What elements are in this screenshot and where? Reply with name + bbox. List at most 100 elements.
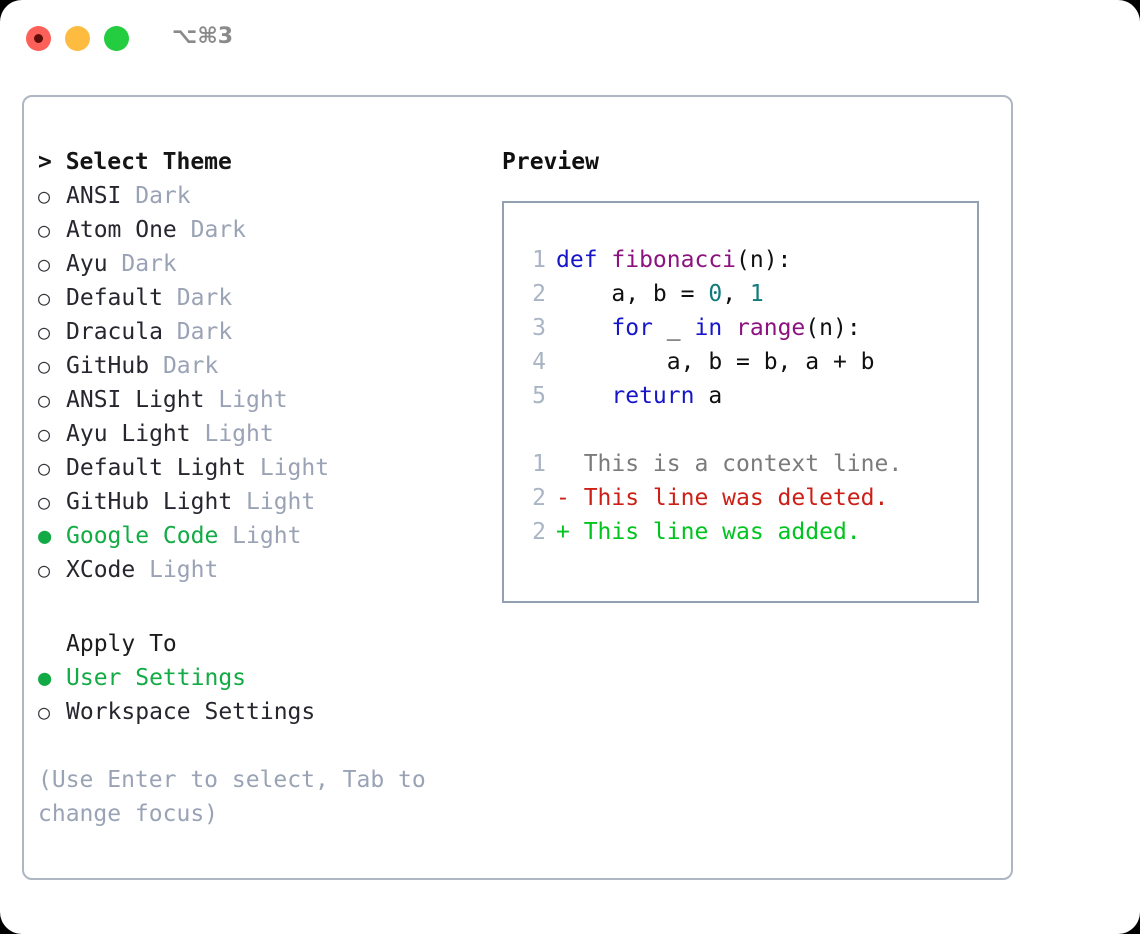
- theme-variant-badge: Dark: [162, 285, 233, 311]
- diff-line-ctx: 1 This is a context line.: [520, 447, 977, 481]
- theme-list: ○ANSI Dark○Atom One Dark○Ayu Dark○Defaul…: [38, 179, 498, 587]
- code-token: def: [556, 247, 612, 273]
- radio-unselected-icon: ○: [38, 252, 51, 276]
- line-number: 1: [532, 451, 546, 477]
- diff-line-del: 2 - This line was deleted.: [520, 481, 977, 515]
- radio-unselected-icon: ○: [38, 286, 51, 310]
- diff-line-text: This is a context line.: [556, 451, 903, 477]
- main-panel: > Select Theme ○ANSI Dark○Atom One Dark○…: [22, 95, 1013, 880]
- theme-item-github-light[interactable]: ○GitHub Light Light: [38, 485, 498, 519]
- theme-item-label: Ayu: [66, 251, 108, 277]
- theme-list-heading: > Select Theme: [38, 149, 232, 175]
- theme-variant-badge: Light: [232, 489, 316, 515]
- diff-line-text: - This line was deleted.: [556, 485, 889, 511]
- theme-item-default[interactable]: ○ Default Dark: [38, 281, 498, 315]
- code-token: for: [611, 315, 653, 341]
- minimize-button[interactable]: [65, 26, 90, 51]
- code-line: 5 return a: [520, 379, 977, 413]
- radio-unselected-icon: ○: [38, 558, 51, 582]
- radio-selected-icon: ●: [38, 666, 52, 691]
- theme-list-column: > Select Theme ○ANSI Dark○Atom One Dark○…: [38, 145, 498, 831]
- code-token: _: [652, 315, 695, 341]
- theme-variant-badge: Light: [246, 455, 330, 481]
- code-token: in: [694, 315, 723, 341]
- code-line: 2 a, b = 0, 1: [520, 277, 977, 311]
- theme-variant-badge: Light: [204, 387, 288, 413]
- theme-item-ayu-light[interactable]: ○ Ayu Light Light: [38, 417, 498, 451]
- theme-item-atom-one[interactable]: ○Atom One Dark: [38, 213, 498, 247]
- code-token: 1: [749, 281, 764, 307]
- preview-title: Preview: [502, 149, 599, 175]
- code-line: 4 a, b = b, a + b: [520, 345, 977, 379]
- code-token: range: [736, 315, 806, 341]
- radio-unselected-icon: ○: [38, 354, 51, 378]
- apply-to-heading: Apply To: [66, 631, 177, 657]
- apply-to-item-label: Workspace Settings: [66, 699, 316, 725]
- maximize-button[interactable]: [104, 26, 129, 51]
- radio-unselected-icon: ○: [38, 490, 51, 514]
- code-token: [556, 383, 611, 409]
- line-number: 5: [532, 383, 546, 409]
- code-token: fibonacci: [611, 247, 737, 273]
- line-number: 1: [532, 247, 546, 273]
- code-token: ,: [722, 281, 750, 307]
- list-spacer: [38, 587, 498, 627]
- title-bar: ⌥⌘3: [0, 0, 1140, 78]
- line-number: 2: [532, 281, 546, 307]
- apply-to-item-workspace-settings[interactable]: ○ Workspace Settings: [38, 695, 498, 729]
- code-line: 3 for _ in range(n):: [520, 311, 977, 345]
- radio-unselected-icon: ○: [38, 320, 51, 344]
- code-token: (n):: [736, 247, 792, 273]
- code-token: return: [611, 383, 695, 409]
- theme-variant-badge: Dark: [149, 353, 219, 379]
- line-number: 4: [532, 349, 546, 375]
- theme-item-label: Ayu Light: [66, 421, 191, 447]
- theme-variant-badge: Dark: [162, 319, 233, 345]
- theme-variant-badge: Dark: [107, 251, 177, 277]
- theme-item-xcode[interactable]: ○ XCode Light: [38, 553, 498, 587]
- theme-item-ansi[interactable]: ○ANSI Dark: [38, 179, 498, 213]
- code-token: a, b =: [556, 281, 709, 307]
- theme-variant-badge: Light: [190, 421, 274, 447]
- apply-to-item-user-settings[interactable]: ● User Settings: [38, 661, 498, 695]
- theme-item-label: ANSI: [66, 183, 122, 209]
- line-number: 2: [532, 485, 546, 511]
- diff-line-text: + This line was added.: [556, 519, 861, 545]
- radio-unselected-icon: ○: [38, 700, 51, 724]
- code-token: [556, 315, 611, 341]
- radio-unselected-icon: ○: [38, 184, 51, 208]
- theme-item-label: Default: [66, 285, 163, 311]
- keyboard-shortcut-label: ⌥⌘3: [172, 24, 234, 49]
- theme-item-google-code[interactable]: ● Google Code Light: [38, 519, 498, 553]
- theme-item-github[interactable]: ○GitHub Dark: [38, 349, 498, 383]
- radio-unselected-icon: ○: [38, 422, 51, 446]
- theme-item-ayu[interactable]: ○ Ayu Dark: [38, 247, 498, 281]
- theme-item-label: Google Code: [66, 523, 219, 549]
- theme-item-dracula[interactable]: ○ Dracula Dark: [38, 315, 498, 349]
- apply-to-list: ● User Settings ○ Workspace Settings: [38, 661, 498, 729]
- diff-sample: 1 This is a context line. 2 - This line wa…: [520, 447, 977, 549]
- theme-item-default-light[interactable]: ○ Default Light Light: [38, 451, 498, 485]
- radio-selected-icon: ●: [38, 524, 52, 549]
- code-line: 1 def fibonacci(n):: [520, 243, 977, 277]
- theme-item-label: XCode: [66, 557, 136, 583]
- theme-item-ansi-light[interactable]: ○ANSI Light Light: [38, 383, 498, 417]
- theme-item-label: Default Light: [66, 455, 247, 481]
- theme-variant-badge: Light: [218, 523, 302, 549]
- close-button[interactable]: [26, 26, 51, 51]
- theme-variant-badge: Dark: [176, 217, 247, 243]
- theme-item-label: Dracula: [66, 319, 163, 345]
- apply-to-item-label: User Settings: [66, 665, 247, 691]
- code-token: [722, 315, 736, 341]
- diff-line-add: 2+ This line was added.: [520, 515, 977, 549]
- radio-unselected-icon: ○: [38, 456, 51, 480]
- traffic-lights: [26, 26, 129, 51]
- code-token: 0: [708, 281, 723, 307]
- line-number: 3: [532, 315, 546, 341]
- theme-item-label: Atom One: [66, 217, 177, 243]
- theme-variant-badge: Light: [135, 557, 219, 583]
